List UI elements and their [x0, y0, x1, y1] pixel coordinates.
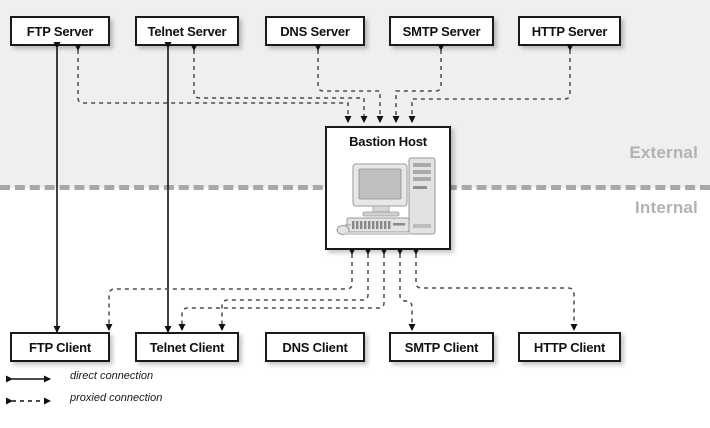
node-label: FTP Server	[26, 23, 94, 39]
node-label: Telnet Server	[147, 23, 227, 39]
bastion-host-label: Bastion Host	[349, 134, 427, 149]
desktop-computer-icon	[336, 157, 436, 235]
internal-zone-label: Internal	[634, 198, 698, 217]
node-ftp-client[interactable]: FTP Client	[10, 332, 110, 362]
node-telnet-client[interactable]: Telnet Client	[135, 332, 239, 362]
node-bastion-host[interactable]: Bastion Host	[325, 126, 451, 250]
legend-label: direct connection	[70, 370, 154, 382]
node-dns-server[interactable]: DNS Server	[265, 16, 365, 46]
node-telnet-server[interactable]: Telnet Server	[135, 16, 239, 46]
node-label: Telnet Client	[149, 339, 225, 355]
node-label: HTTP Server	[531, 23, 608, 39]
legend-label: proxied connection	[70, 392, 163, 404]
node-http-client[interactable]: HTTP Client	[518, 332, 621, 362]
node-label: SMTP Client	[404, 339, 479, 355]
node-smtp-server[interactable]: SMTP Server	[389, 16, 494, 46]
external-zone-label: External	[629, 143, 698, 162]
node-dns-client[interactable]: DNS Client	[265, 332, 365, 362]
node-label: DNS Client	[282, 339, 348, 355]
node-ftp-server[interactable]: FTP Server	[10, 16, 110, 46]
node-label: SMTP Server	[402, 23, 481, 39]
node-label: FTP Client	[28, 339, 92, 355]
node-label: DNS Server	[280, 23, 350, 39]
node-label: HTTP Client	[533, 339, 606, 355]
node-http-server[interactable]: HTTP Server	[518, 16, 621, 46]
node-smtp-client[interactable]: SMTP Client	[389, 332, 494, 362]
